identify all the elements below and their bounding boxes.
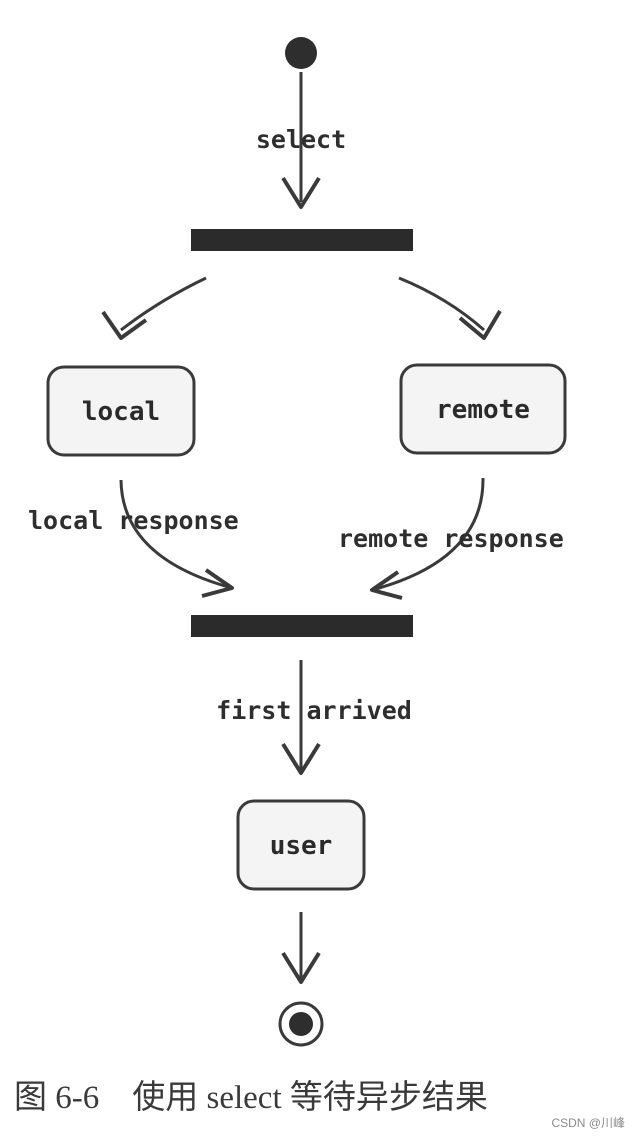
node-user — [236, 799, 366, 891]
edge-fork-to-local — [120, 276, 207, 332]
edge-label-select: select — [256, 125, 346, 154]
node-label-remote: remote — [436, 395, 530, 425]
edge-remote-to-join — [371, 477, 485, 592]
node-label-local: local — [82, 397, 160, 427]
initial-node — [285, 37, 317, 69]
figure-caption: 图 6-6 使用 select 等待异步结果 — [14, 1080, 488, 1116]
arrowhead-icon — [281, 742, 321, 775]
arrowhead-icon — [370, 570, 403, 600]
edge-label-remote-response: remote response — [338, 524, 564, 553]
arrowhead-icon — [458, 309, 502, 340]
node-local — [46, 365, 196, 457]
fork-bar — [191, 229, 413, 251]
activity-diagram: select local remote local response remot… — [28, 37, 567, 1047]
join-bar — [191, 615, 413, 637]
node-label-user: user — [270, 831, 333, 861]
final-node-core — [289, 1012, 313, 1036]
arrowhead-icon — [281, 951, 321, 984]
edge-label-first-arrived: first arrived — [216, 696, 412, 725]
arrowhead-icon — [281, 176, 321, 209]
edge-label-local-response: local response — [28, 506, 239, 535]
watermark: CSDN @川峰 — [551, 1116, 625, 1130]
edge-local-to-join — [119, 479, 233, 590]
arrowhead-icon — [101, 310, 148, 340]
node-remote — [399, 363, 567, 455]
edge-fork-to-remote — [398, 276, 485, 332]
arrowhead-icon — [201, 568, 234, 598]
